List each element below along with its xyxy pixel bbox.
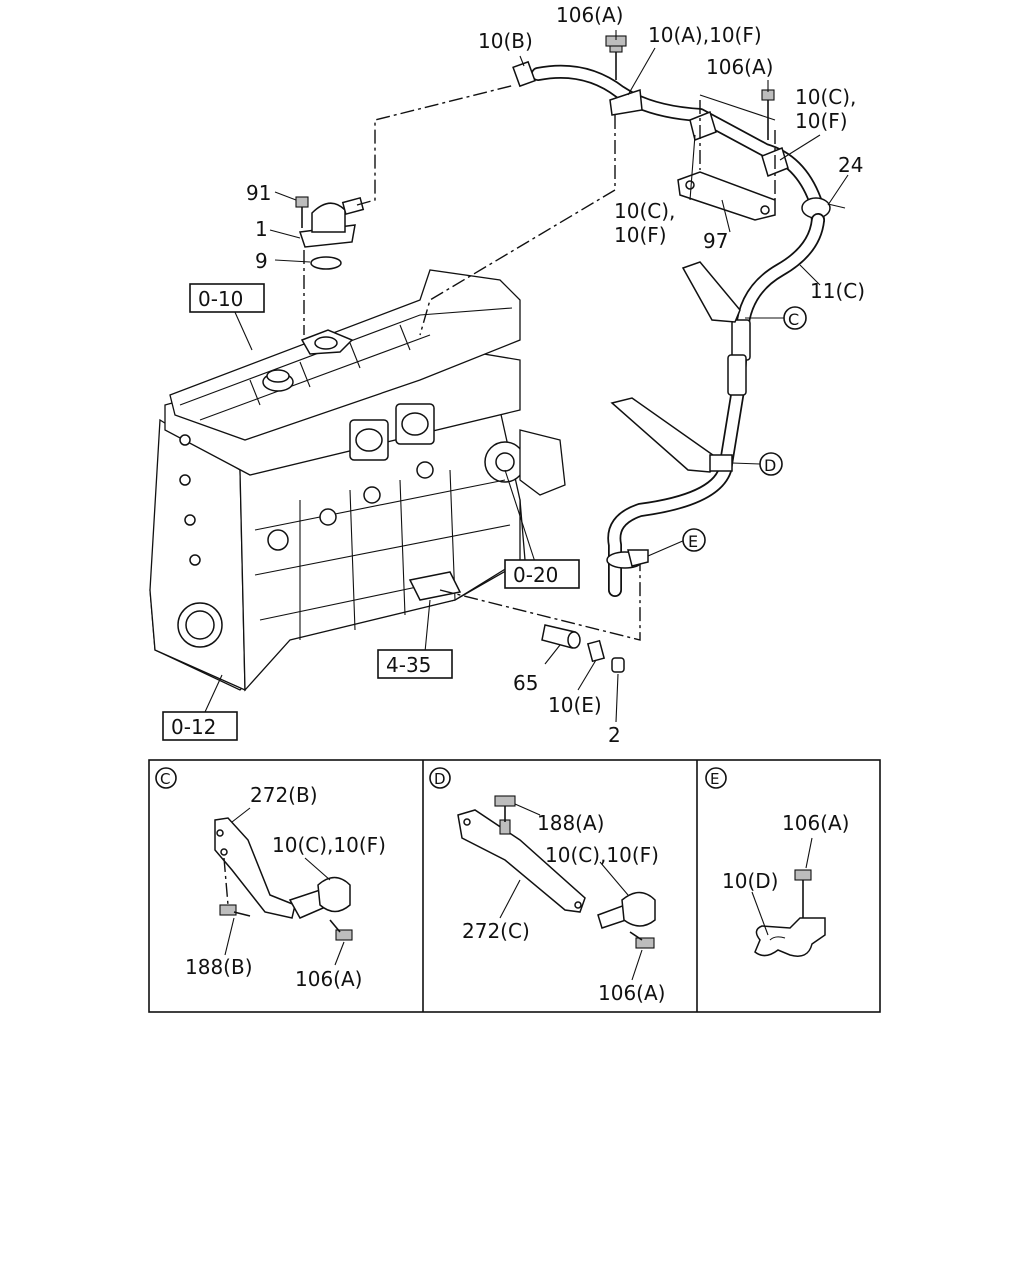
label-10c-2: 10(C), xyxy=(614,199,675,223)
bypass-pipe xyxy=(541,213,825,673)
detail-c-marker: C xyxy=(160,770,170,788)
reference-boxes: 0-10 0-20 4-35 0-12 xyxy=(162,283,580,741)
label-10c-1: 10(C), xyxy=(795,85,856,109)
detail-d-10c10f: 10(C),10(F) xyxy=(545,843,659,867)
label-10a-10f: 10(A),10(F) xyxy=(648,23,762,47)
detail-c-272b: 272(B) xyxy=(250,783,318,807)
engine-block xyxy=(149,269,566,692)
label-10f-1: 10(F) xyxy=(795,109,848,133)
thermostat-assembly xyxy=(295,84,641,641)
detail-d-106a: 106(A) xyxy=(598,981,665,1005)
detail-c-188b: 188(B) xyxy=(185,955,253,979)
label-24: 24 xyxy=(838,153,863,177)
ref-4-35: 4-35 xyxy=(386,653,431,677)
leader-lines xyxy=(204,30,849,723)
detail-e-10d: 10(D) xyxy=(722,869,778,893)
marker-e: E xyxy=(688,532,698,551)
label-106a-top: 106(A) xyxy=(556,3,623,27)
ref-0-20: 0-20 xyxy=(513,563,558,587)
detail-d: D 188(A) 10(C),10(F) 272(C) 106(A) xyxy=(429,767,665,1005)
detail-d-188a: 188(A) xyxy=(537,811,604,835)
label-91: 91 xyxy=(246,181,271,205)
ref-0-12: 0-12 xyxy=(171,715,216,739)
detail-c-106a: 106(A) xyxy=(295,967,362,991)
detail-d-marker: D xyxy=(434,770,446,788)
label-9: 9 xyxy=(255,249,268,273)
detail-e: E 106(A) 10(D) xyxy=(705,767,849,957)
label-2: 2 xyxy=(608,723,621,747)
label-1: 1 xyxy=(255,217,268,241)
callout-labels: 106(A) 10(B) 10(A),10(F) 106(A) 10(C), 1… xyxy=(246,3,865,747)
label-11c: 11(C) xyxy=(810,279,865,303)
label-10e: 10(E) xyxy=(548,693,602,717)
label-10f-2: 10(F) xyxy=(614,223,667,247)
detail-c-10c10f: 10(C),10(F) xyxy=(272,833,386,857)
detail-c: C 272(B) 10(C),10(F) 188(B) 106(A) xyxy=(155,767,386,991)
label-97: 97 xyxy=(703,229,728,253)
label-65: 65 xyxy=(513,671,538,695)
label-106a-2: 106(A) xyxy=(706,55,773,79)
label-10b: 10(B) xyxy=(478,29,533,53)
marker-d: D xyxy=(764,456,776,475)
ref-0-10: 0-10 xyxy=(198,287,243,311)
detail-e-106a: 106(A) xyxy=(782,811,849,835)
marker-c: C xyxy=(788,310,799,329)
upper-hose xyxy=(512,35,846,227)
detail-e-marker: E xyxy=(710,770,719,788)
detail-d-272c: 272(C) xyxy=(462,919,530,943)
